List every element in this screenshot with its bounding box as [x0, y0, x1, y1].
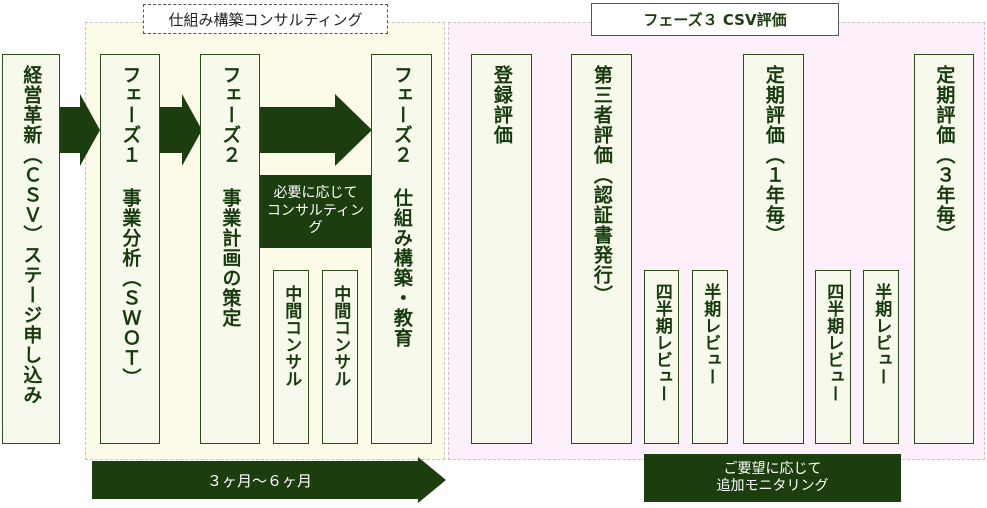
timeline-arrow — [92, 457, 446, 503]
quarterly-review-text-1: 四半期レビュー — [651, 283, 672, 402]
phase3-region-label: フェーズ３ CSV評価 — [591, 3, 839, 36]
phase2-system-column: フェーズ２ 仕組み構築・教育 — [371, 54, 432, 444]
phase1-text: フェーズ１ 事業分析（ＳＷＯＴ） — [119, 65, 142, 388]
as-needed-consulting-note: 必要に応じて コンサルティング — [260, 175, 371, 248]
quarterly-review-column-1: 四半期レビュー — [644, 270, 679, 444]
periodic-evaluation-column-1: 定期評価（１年毎） — [743, 54, 804, 444]
consulting-region-label: 仕組み構築コンサルティング — [143, 4, 388, 34]
half-year-review-column-2: 半期レビュー — [863, 270, 899, 444]
phase1-column: フェーズ１ 事業分析（ＳＷＯＴ） — [100, 54, 160, 444]
phase2-plan-text: フェーズ２ 事業計画の策定 — [219, 65, 242, 328]
phase2-system-text: フェーズ２ 仕組み構築・教育 — [390, 65, 413, 348]
timeline: ３ヶ月～６ヶ月 — [92, 457, 446, 503]
registration-evaluation-column: 登録評価 — [471, 54, 532, 444]
additional-monitoring-text: ご要望に応じて 追加モニタリング — [716, 460, 829, 495]
half-year-review-text-2: 半期レビュー — [871, 283, 892, 385]
reform-application-text: 経営革新（ＣＳＶ）ステージ申し込み — [20, 65, 43, 405]
reform-application-column: 経営革新（ＣＳＶ）ステージ申し込み — [2, 54, 60, 444]
mid-consult-text-2: 中間コンサル — [330, 285, 351, 387]
third-party-evaluation-text: 第三者評価（認証書発行） — [590, 65, 613, 305]
arrow-reform-to-phase1 — [58, 94, 100, 166]
mid-consult-column-1: 中間コンサル — [273, 270, 309, 444]
half-year-review-text-1: 半期レビュー — [700, 283, 721, 385]
third-party-evaluation-column: 第三者評価（認証書発行） — [571, 54, 632, 444]
arrow-phase2-to-system — [260, 94, 372, 166]
periodic-evaluation-text-2: 定期評価（３年毎） — [933, 65, 956, 245]
quarterly-review-column-2: 四半期レビュー — [815, 270, 851, 444]
as-needed-consulting-text: 必要に応じて コンサルティング — [266, 185, 365, 237]
quarterly-review-text-2: 四半期レビュー — [823, 283, 844, 402]
timeline-label: ３ヶ月～６ヶ月 — [206, 471, 312, 490]
mid-consult-text-1: 中間コンサル — [281, 285, 302, 387]
arrow-phase1-to-phase2 — [160, 94, 202, 166]
half-year-review-column-1: 半期レビュー — [692, 270, 728, 444]
additional-monitoring-note: ご要望に応じて 追加モニタリング — [644, 454, 901, 502]
periodic-evaluation-column-2: 定期評価（３年毎） — [914, 54, 974, 444]
mid-consult-column-2: 中間コンサル — [322, 270, 358, 444]
periodic-evaluation-text-1: 定期評価（１年毎） — [762, 65, 785, 245]
registration-evaluation-text: 登録評価 — [490, 65, 513, 145]
phase2-plan-column: フェーズ２ 事業計画の策定 — [200, 54, 260, 444]
